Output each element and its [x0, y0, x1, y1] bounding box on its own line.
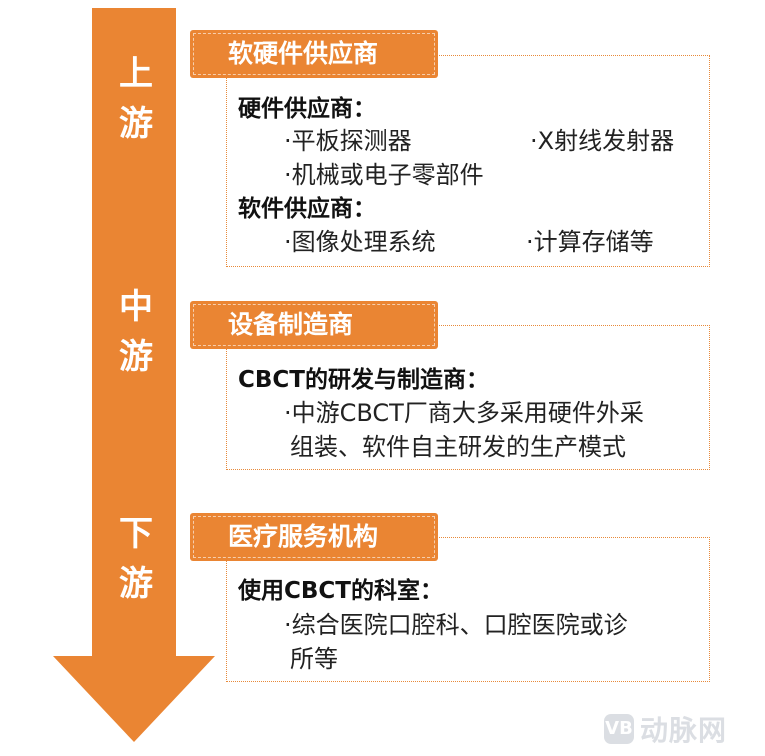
downstream-box — [226, 537, 710, 682]
midstream-line-2: 组装、软件自主研发的生产模式 — [290, 433, 626, 461]
hardware-item-parts: ·机械或电子零部件 — [284, 161, 484, 189]
downstream-heading: 使用CBCT的科室： — [238, 578, 443, 604]
downstream-line-2: 所等 — [290, 645, 338, 673]
midstream-tag: 设备制造商 — [190, 301, 438, 349]
downstream-line-1: ·综合医院口腔科、口腔医院或诊 — [284, 611, 628, 639]
hardware-item-xray-emitter: ·X射线发射器 — [530, 127, 675, 155]
midstream-box — [226, 325, 710, 470]
stage-downstream-char-2: 游 — [119, 564, 153, 604]
hardware-item-flat-panel: ·平板探测器 — [284, 127, 412, 155]
software-item-imaging: ·图像处理系统 — [284, 228, 436, 256]
upstream-tag: 软硬件供应商 — [190, 30, 438, 78]
software-heading: 软件供应商： — [238, 196, 376, 222]
watermark-logo: VB 动脉网 — [604, 712, 728, 747]
stage-upstream-char-2: 游 — [119, 104, 153, 144]
logo-mark-icon: VB — [604, 714, 634, 744]
midstream-heading: CBCT的研发与制造商： — [238, 367, 489, 393]
watermark-text: 动脉网 — [640, 714, 728, 747]
downstream-tag: 医疗服务机构 — [190, 513, 438, 561]
stage-midstream-char-1: 中 — [119, 287, 153, 327]
hardware-heading: 硬件供应商： — [238, 96, 376, 122]
midstream-line-1: ·中游CBCT厂商大多采用硬件外采 — [284, 399, 644, 427]
software-item-computing: ·计算存储等 — [526, 228, 654, 256]
stage-upstream-char-1: 上 — [119, 54, 153, 94]
upstream-box — [226, 55, 710, 267]
stage-downstream-char-1: 下 — [119, 514, 153, 554]
stage-midstream-char-2: 游 — [119, 337, 153, 377]
